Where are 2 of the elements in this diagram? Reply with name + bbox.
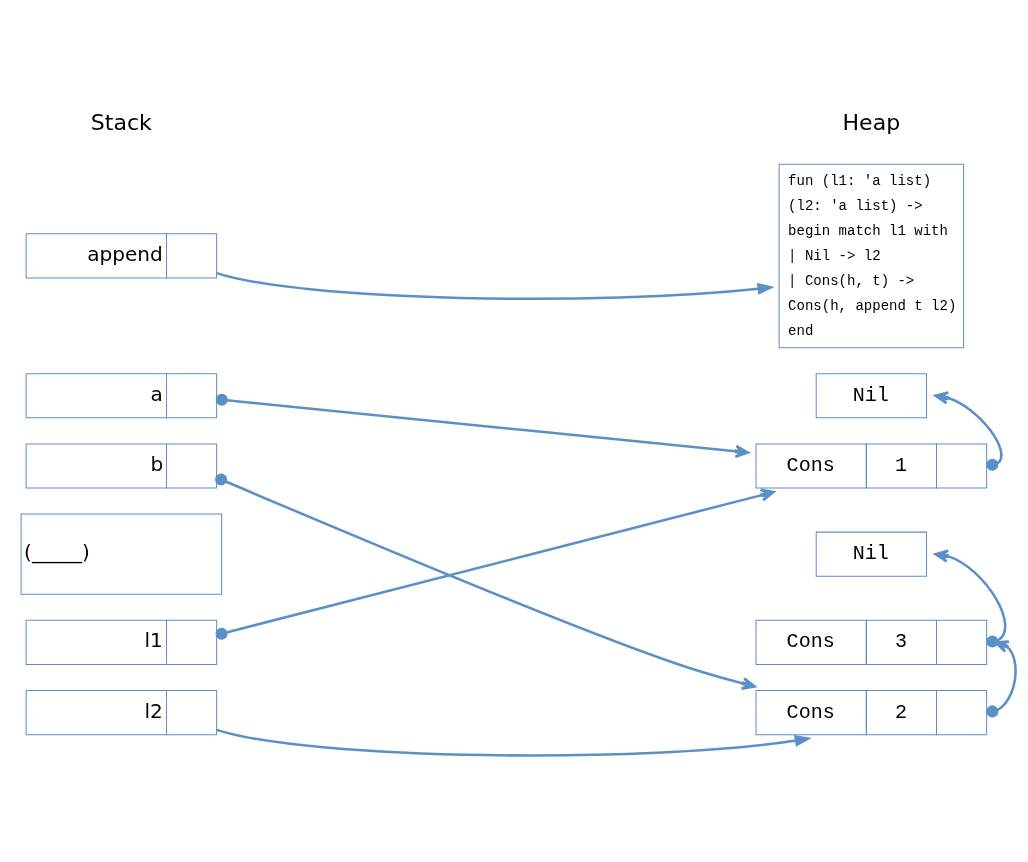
label: Heap — [842, 109, 900, 135]
label: Stack — [90, 109, 152, 135]
